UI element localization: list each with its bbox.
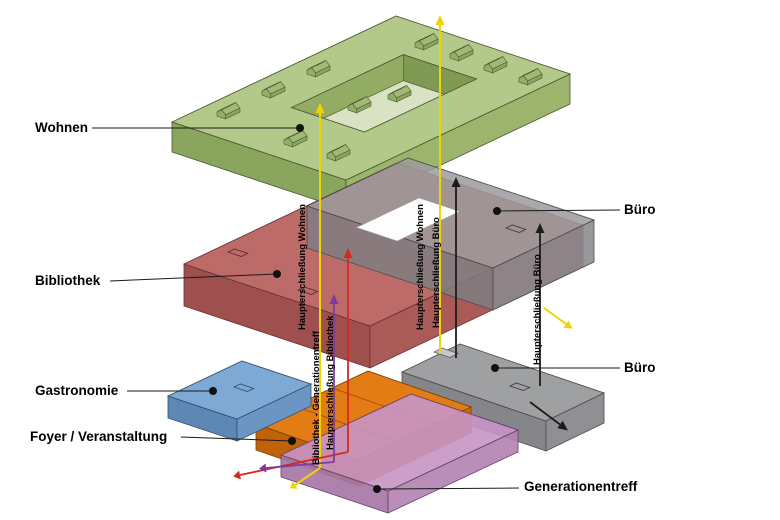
- label-arrow-wohnen-left: Haupterschließung Wohnen: [297, 204, 308, 330]
- leader-wohnen: [92, 124, 304, 132]
- leader-dot: [209, 387, 217, 395]
- leader-dot: [296, 124, 304, 132]
- leader-bibliothek: [109, 270, 281, 282]
- bibliothek-roof-hatch: [226, 248, 249, 257]
- leader-dot: [493, 207, 501, 215]
- label-generationentreff: Generationentreff: [524, 479, 638, 494]
- label-buero-upper: Büro: [624, 202, 656, 217]
- bibliothek-roof-hatch: [296, 286, 319, 295]
- label-arrow-wohnen-right: Haupterschließung Wohnen: [415, 204, 426, 330]
- leader-dot: [273, 270, 281, 278]
- label-arrow-buero-inner: Haupterschließung Büro: [431, 217, 442, 328]
- level-generationentreff: [279, 393, 520, 514]
- arrowhead-exit-icon: [563, 320, 573, 329]
- arrowhead-up-icon: [435, 15, 445, 25]
- leader-gastronomie: [127, 387, 217, 395]
- buero-lower-roof-hatch: [508, 382, 531, 391]
- label-arrow-buero-outer: Haupterschließung Büro: [532, 254, 543, 365]
- arrowhead-up-icon: [451, 177, 461, 187]
- leader-dot: [288, 437, 296, 445]
- label-buero-lower: Büro: [624, 360, 656, 375]
- label-bibliothek: Bibliothek: [35, 273, 101, 288]
- label-arrow-bib-gen: Bibliothek - Generationentreff: [311, 330, 322, 465]
- generationentreff-top-face: [279, 393, 520, 492]
- label-wohnen: Wohnen: [35, 120, 88, 135]
- arrow-haupterschliessung-wohnen-right: [435, 15, 573, 354]
- arrowhead-up-icon: [315, 103, 325, 113]
- arrowhead-exit-icon: [557, 420, 568, 431]
- arrow-haupterschliessung-buero-outer: [529, 223, 568, 431]
- level-buero-upper: [305, 157, 596, 311]
- circulation-arrows: [233, 15, 573, 489]
- leader-generationentreff: [373, 485, 520, 493]
- arrowhead-up-icon: [343, 248, 353, 258]
- arrow-haupterschliessung-wohnen-left: [290, 103, 325, 489]
- arrow-haupterschliessung-bibliothek: [233, 248, 353, 480]
- label-arrow-bibliothek: Haupterschließung Bibliothek: [325, 315, 336, 450]
- leader-foyer: [180, 436, 296, 445]
- arrowhead-exit-icon: [259, 463, 267, 473]
- leader-dot: [491, 364, 499, 372]
- leader-dot: [373, 485, 381, 493]
- arrowhead-exit-icon: [233, 470, 241, 480]
- leader-lines: [92, 124, 621, 493]
- leader-buero-upper: [493, 207, 621, 215]
- level-wohnen: [170, 15, 572, 211]
- label-gastronomie: Gastronomie: [35, 383, 119, 398]
- level-gastronomie: [166, 360, 313, 442]
- arrow-haupterschliessung-buero-inner: [451, 177, 461, 358]
- gastronomie-top-face: [166, 360, 313, 420]
- leader-buero-lower: [491, 364, 620, 372]
- level2-courtyard-opening: [355, 197, 461, 242]
- label-foyer: Foyer / Veranstaltung: [30, 429, 168, 444]
- arrowhead-up-icon: [329, 294, 339, 304]
- arrowhead-up-icon: [535, 223, 545, 233]
- buero-upper-roof-hatch: [504, 224, 527, 233]
- arrow-bibliothek-generationentreff: [259, 294, 339, 473]
- wohnen-roof-ring: [170, 15, 572, 181]
- gastronomie-roof-hatch: [232, 383, 255, 392]
- arrowhead-exit-icon: [290, 481, 298, 489]
